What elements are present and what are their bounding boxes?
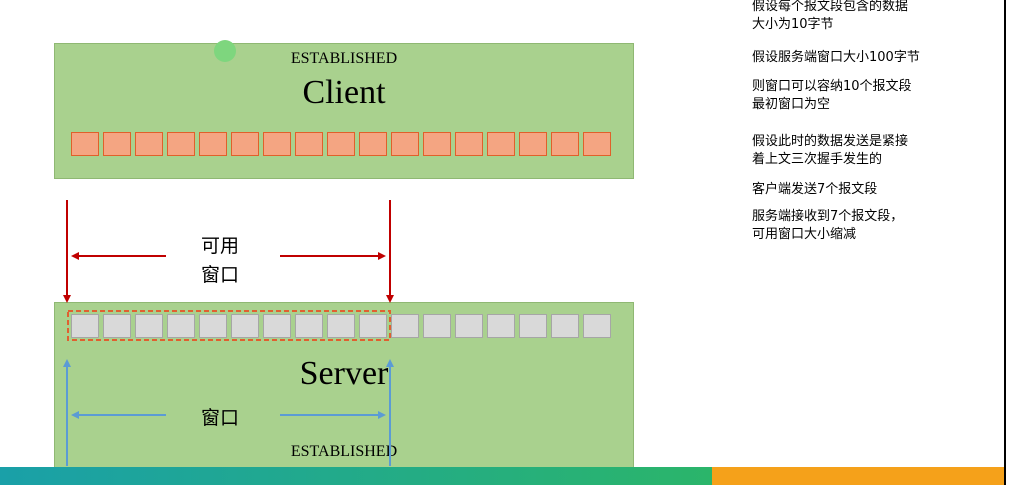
client-segment [551, 132, 579, 156]
client-segment [263, 132, 291, 156]
client-segment [359, 132, 387, 156]
client-segment [71, 132, 99, 156]
server-segment [583, 314, 611, 338]
server-segment [103, 314, 131, 338]
client-segment-row [71, 132, 611, 156]
client-segment [135, 132, 163, 156]
server-segment [327, 314, 355, 338]
server-title: Server [299, 355, 389, 392]
client-state-label: ESTABLISHED [290, 50, 398, 67]
server-segment [487, 314, 515, 338]
footer-band-teal [0, 467, 712, 485]
server-box: Server ESTABLISHED [54, 302, 634, 470]
server-segment [135, 314, 163, 338]
available-window-label-line1: 可用 [201, 235, 240, 257]
server-segment [295, 314, 323, 338]
client-segment [199, 132, 227, 156]
note-server-window-size: 假设服务端窗口大小100字节 [752, 50, 920, 65]
note-client-sends: 客户端发送7个报文段 [752, 182, 878, 197]
client-title: Client [302, 74, 386, 111]
server-segment [391, 314, 419, 338]
server-state-label: ESTABLISHED [290, 443, 398, 460]
client-segment [487, 132, 515, 156]
client-box: ESTABLISHED Client [54, 43, 634, 179]
server-segment [167, 314, 195, 338]
server-segment [423, 314, 451, 338]
client-segment [455, 132, 483, 156]
note-server-receives: 服务端接收到7个报文段， 可用窗口大小缩减 [752, 209, 904, 242]
note-window-capacity: 则窗口可以容纳10个报文段 最初窗口为空 [752, 79, 912, 112]
server-segment [551, 314, 579, 338]
server-segment [199, 314, 227, 338]
client-segment [327, 132, 355, 156]
server-segment [71, 314, 99, 338]
available-window-label-line2: 窗口 [201, 264, 240, 286]
server-segment-row [71, 314, 611, 338]
server-segment [455, 314, 483, 338]
pointer-dot [214, 40, 236, 62]
client-segment [583, 132, 611, 156]
footer-band-orange [712, 467, 1004, 485]
client-segment [391, 132, 419, 156]
client-segment [103, 132, 131, 156]
client-segment [231, 132, 259, 156]
client-segment [423, 132, 451, 156]
server-segment [263, 314, 291, 338]
server-segment [359, 314, 387, 338]
right-divider [1004, 0, 1006, 485]
server-segment [519, 314, 547, 338]
client-segment [295, 132, 323, 156]
server-segment [231, 314, 259, 338]
client-segment [519, 132, 547, 156]
note-after-handshake: 假设此时的数据发送是紧接 着上文三次握手发生的 [752, 134, 909, 167]
window-label: 窗口 [201, 407, 240, 429]
note-segment-size: 假设每个报文段包含的数据 大小为10字节 [752, 0, 909, 32]
client-segment [167, 132, 195, 156]
